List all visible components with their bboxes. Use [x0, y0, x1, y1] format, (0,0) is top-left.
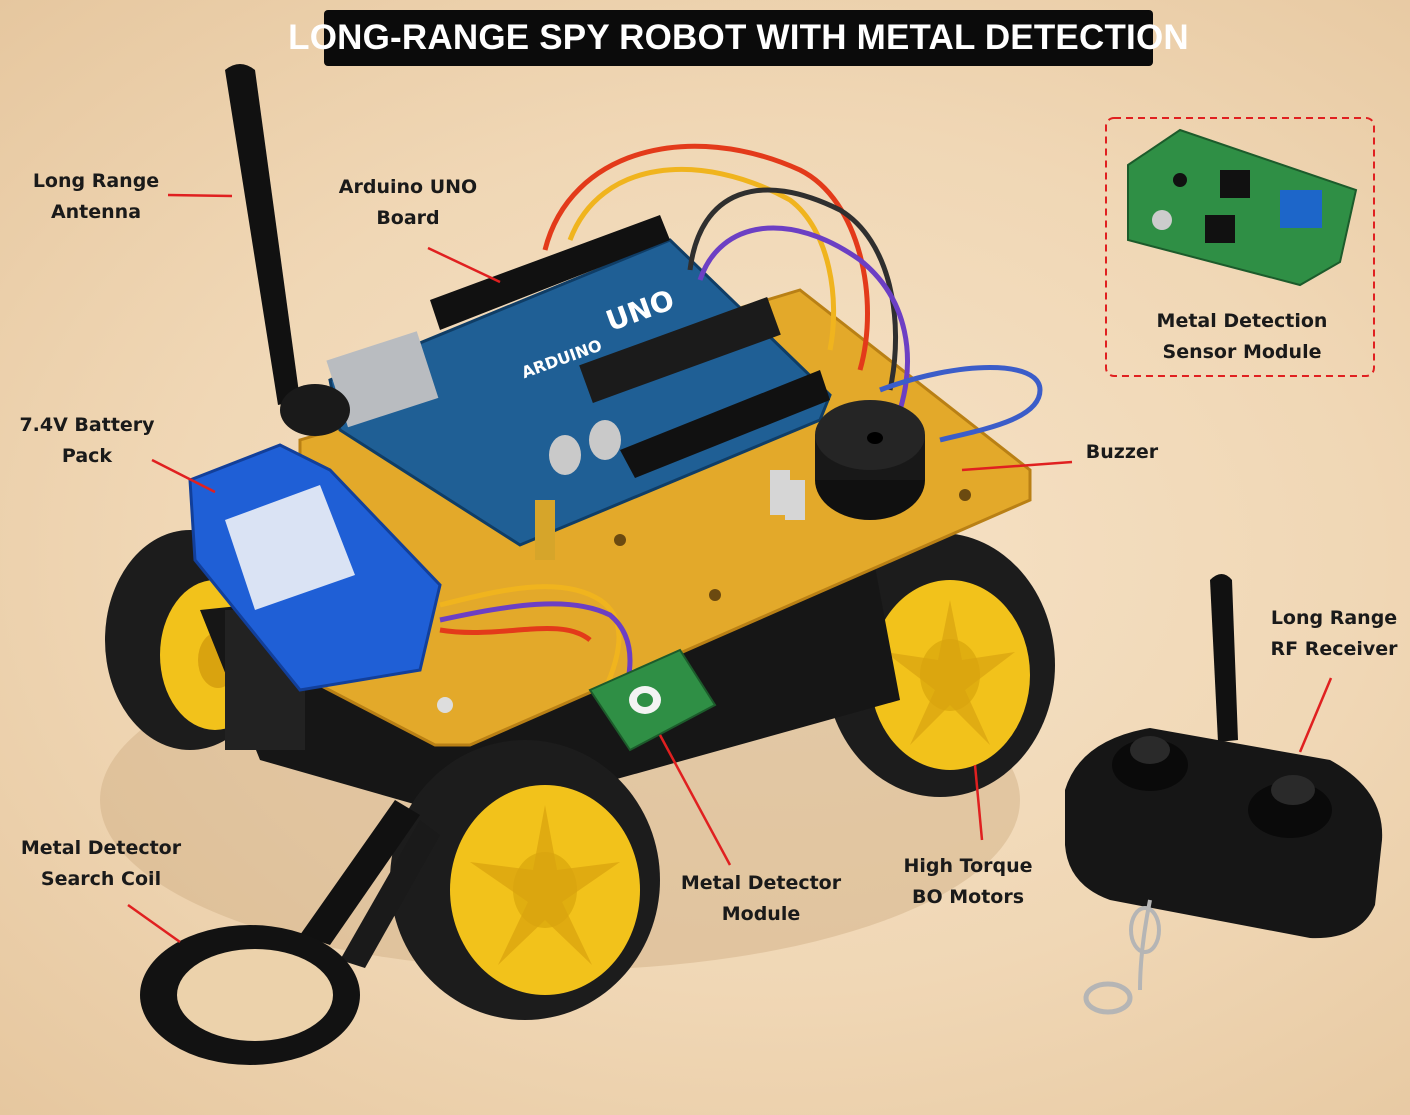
label-battery: 7.4V Battery Pack	[12, 410, 162, 472]
jumper-wires	[439, 143, 1043, 711]
label-detector-module: Metal Detector Module	[676, 868, 846, 930]
detector-module	[588, 648, 717, 752]
label-detector-module-line2: Module	[721, 903, 801, 925]
label-arduino-line2: Board	[376, 207, 440, 229]
label-battery-line1: 7.4V Battery	[19, 414, 155, 436]
label-antenna: Long Range Antenna	[20, 166, 172, 228]
arduino-board: ARDUINO UNO	[326, 215, 832, 547]
label-arduino-line1: Arduino UNO	[338, 176, 478, 198]
wheel-back-right	[825, 533, 1055, 797]
page-title: LONG-RANGE SPY ROBOT WITH METAL DETECTIO…	[288, 18, 1189, 57]
label-sensor-inset-line2: Sensor Module	[1162, 341, 1322, 363]
label-search-coil-line2: Search Coil	[40, 868, 162, 890]
label-buzzer-line1: Buzzer	[1085, 441, 1159, 463]
label-receiver: Long Range RF Receiver	[1262, 603, 1406, 665]
label-sensor-inset-line1: Metal Detection	[1156, 310, 1328, 332]
label-motors: High Torque BO Motors	[896, 851, 1040, 913]
buzzer	[815, 400, 925, 520]
label-arduino: Arduino UNO Board	[328, 172, 488, 234]
label-receiver-line1: Long Range	[1270, 607, 1398, 629]
sensor-inset	[1105, 117, 1375, 377]
label-antenna-line1: Long Range	[32, 170, 160, 192]
wheel-front	[390, 740, 660, 1020]
title-banner: LONG-RANGE SPY ROBOT WITH METAL DETECTIO…	[288, 10, 1189, 66]
pointer-lines	[127, 193, 1333, 944]
label-receiver-line2: RF Receiver	[1270, 638, 1398, 660]
rf-remote	[1065, 574, 1383, 1015]
search-coil	[140, 800, 440, 1065]
label-sensor-inset: Metal Detection Sensor Module	[1150, 306, 1334, 368]
label-search-coil-line1: Metal Detector	[20, 837, 182, 859]
label-motors-line2: BO Motors	[911, 886, 1025, 908]
label-battery-line2: Pack	[61, 445, 113, 467]
battery-pack	[188, 443, 442, 692]
label-detector-module-line1: Metal Detector	[680, 872, 842, 894]
label-search-coil: Metal Detector Search Coil	[16, 833, 186, 895]
standoffs	[535, 470, 805, 560]
label-motors-line1: High Torque	[903, 855, 1033, 877]
label-buzzer: Buzzer	[1074, 437, 1170, 468]
label-antenna-line2: Antenna	[50, 201, 142, 223]
antenna	[225, 64, 350, 436]
